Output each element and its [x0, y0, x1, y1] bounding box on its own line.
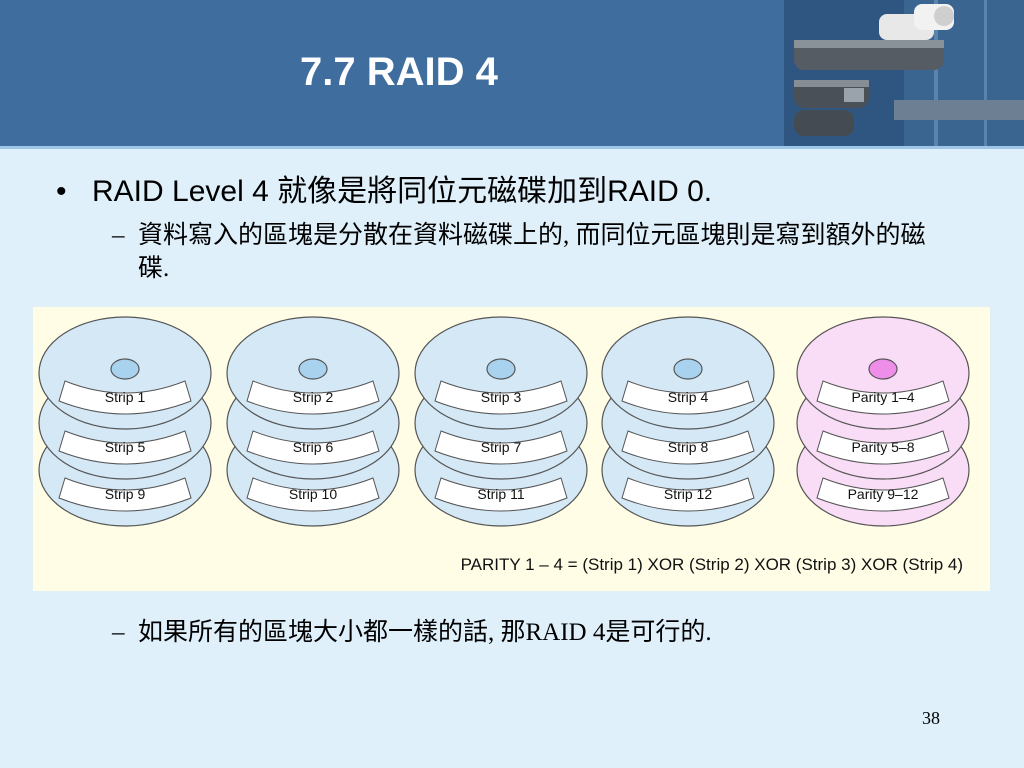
strip-band: [58, 380, 192, 415]
strip-label: Strip 7: [481, 439, 522, 455]
strip-band: [58, 430, 192, 465]
strip-band: [816, 430, 950, 465]
sub-bullet-text: 如果所有的區塊大小都一樣的話, 那RAID 4是可行的.: [138, 619, 712, 646]
strip-label: Strip 12: [664, 486, 712, 502]
strip-label: Strip 4: [668, 389, 709, 405]
disk-stack: Parity 9–12 Parity 5–8 Parity 1–4: [796, 316, 970, 527]
slide-header: 7.7 RAID 4: [0, 0, 1024, 149]
disk-hub: [868, 358, 898, 380]
strip-band: [434, 477, 568, 512]
sub-bullet-2: – 如果所有的區塊大小都一樣的話, 那RAID 4是可行的.: [112, 616, 972, 652]
sub-bullet-dash: –: [112, 619, 125, 646]
parity-label: Parity 9–12: [848, 486, 919, 502]
strip-band: [434, 380, 568, 415]
main-bullet: • RAID Level 4 就像是將同位元磁碟加到RAID 0.: [56, 166, 976, 210]
disk-hub: [298, 358, 328, 380]
strip-label: Strip 11: [477, 486, 524, 502]
strip-band: [246, 430, 380, 465]
strip-label: Strip 2: [293, 389, 334, 405]
strip-label: Strip 6: [293, 439, 334, 455]
strip-band: [621, 477, 755, 512]
strip-label: Strip 3: [481, 389, 522, 405]
parity-label: Parity 1–4: [851, 389, 914, 405]
strip-label: Strip 9: [105, 486, 146, 502]
strip-band: [246, 380, 380, 415]
parity-label: Parity 5–8: [851, 439, 914, 455]
disk-hub: [673, 358, 703, 380]
strip-label: Strip 10: [289, 486, 337, 502]
strip-label: Strip 1: [105, 389, 146, 405]
hardware-photo: [784, 0, 1024, 146]
strip-band: [816, 477, 950, 512]
strip-band: [246, 477, 380, 512]
sub-bullet-1: – 資料寫入的區塊是分散在資料磁碟上的, 而同位元區塊則是寫到額外的磁碟.: [112, 219, 972, 289]
strip-label: Strip 8: [668, 439, 709, 455]
strip-band: [434, 430, 568, 465]
disk-stack: Strip 11 Strip 7 Strip 3: [414, 316, 588, 527]
strip-band: [816, 380, 950, 415]
bullet-symbol: •: [56, 175, 67, 208]
strip-band: [621, 380, 755, 415]
parity-formula: PARITY 1 – 4 = (Strip 1) XOR (Strip 2) X…: [461, 555, 963, 574]
sub-bullet-dash: –: [112, 222, 125, 249]
sub-bullet-text: 資料寫入的區塊是分散在資料磁碟上的, 而同位元區塊則是寫到額外的磁碟.: [138, 222, 926, 282]
strip-band: [621, 430, 755, 465]
disk-stack: Strip 12 Strip 8 Strip 4: [601, 316, 775, 527]
disk-hub: [110, 358, 140, 380]
strip-band: [58, 477, 192, 512]
main-bullet-text: RAID Level 4 就像是將同位元磁碟加到RAID 0.: [92, 175, 713, 208]
disk-stack: Strip 10 Strip 6 Strip 2: [226, 316, 400, 527]
disk-stack: Strip 9 Strip 5 Strip 1: [38, 316, 212, 527]
disk-hub: [486, 358, 516, 380]
strip-label: Strip 5: [105, 439, 146, 455]
slide-number: 38: [922, 708, 940, 728]
slide-title: 7.7 RAID 4: [300, 50, 498, 94]
